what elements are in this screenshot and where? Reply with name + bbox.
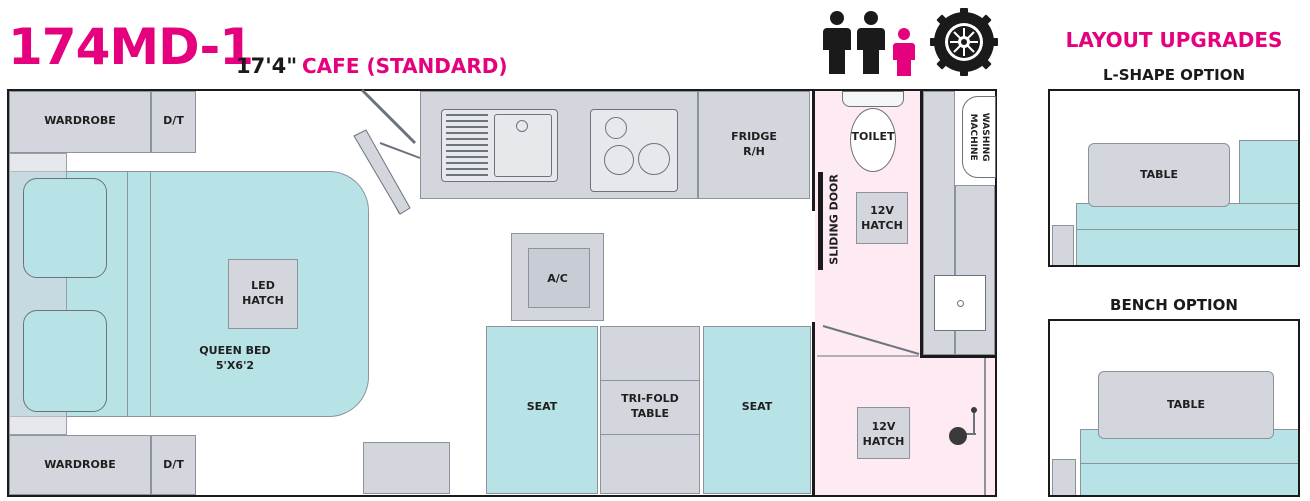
dt-bottom-label: D/T xyxy=(163,458,184,471)
toilet-label: TOILET xyxy=(851,130,895,143)
ensuite-hatch-label: 12V HATCH xyxy=(861,204,903,232)
wardrobe-bottom xyxy=(9,435,151,495)
layout-variant: CAFE (STANDARD) xyxy=(302,54,508,78)
pillow-top xyxy=(23,178,107,278)
wardrobe-top xyxy=(9,91,151,153)
fridge-label: FRIDGE R/H xyxy=(731,130,777,158)
two-adults-one-child-icon xyxy=(823,11,915,76)
trifold-table xyxy=(600,326,700,494)
lshape-table xyxy=(1088,143,1230,207)
bench-option-title: BENCH OPTION xyxy=(1110,296,1238,314)
ac-inner xyxy=(528,248,590,308)
rear-wall-rail xyxy=(984,358,986,495)
wardrobe-bottom-label: WARDROBE xyxy=(44,458,116,471)
burner-tl xyxy=(604,145,634,175)
ensuite-wall-right xyxy=(920,91,923,358)
ensuite-hatch xyxy=(856,192,908,244)
washing-machine-label: WASHING MACHINE xyxy=(968,112,991,162)
lshape-option-title: L-SHAPE OPTION xyxy=(1102,66,1246,84)
seat-left xyxy=(486,326,598,494)
dt-top-label: D/T xyxy=(163,114,184,127)
entry-door-swing xyxy=(353,88,421,215)
dt-bottom xyxy=(151,435,196,495)
shower-head-icon xyxy=(949,407,977,445)
lshape-seat-divider xyxy=(1076,229,1298,230)
outer-wall xyxy=(7,89,997,497)
seat-right-label: SEAT xyxy=(741,400,773,413)
ensuite-door-swing xyxy=(817,325,920,357)
bench-table xyxy=(1098,371,1274,439)
bed-headboard-line xyxy=(127,171,151,417)
ensuite-wall-bottom xyxy=(920,355,997,358)
sliding-door-panel xyxy=(818,172,823,270)
trifold-table-label: TRI-FOLD TABLE xyxy=(621,392,679,420)
lshape-seat xyxy=(1076,203,1298,265)
bench-table-label: TABLE xyxy=(1166,398,1206,411)
wardrobe-top-label: WARDROBE xyxy=(44,114,116,127)
rear-hatch-label: 12V HATCH xyxy=(862,420,905,448)
seat-right xyxy=(703,326,811,494)
table-fold-line-2 xyxy=(600,434,700,435)
layout-upgrades-heading: LAYOUT UPGRADES xyxy=(1065,28,1283,52)
rear-hatch xyxy=(857,407,910,459)
sink-drain xyxy=(516,120,528,132)
sliding-door-label: SLIDING DOOR xyxy=(827,174,841,265)
led-hatch-label: LED HATCH xyxy=(242,279,284,307)
burner-small xyxy=(605,117,627,139)
dt-top xyxy=(151,91,196,153)
toilet-cistern xyxy=(842,91,904,107)
toilet-bowl xyxy=(850,108,896,172)
lshape-table-label: TABLE xyxy=(1139,168,1179,181)
bench-seat-divider xyxy=(1080,463,1298,464)
ensuite-wall-left xyxy=(812,91,815,211)
sink-bowl xyxy=(494,114,552,177)
table-fold-line-1 xyxy=(600,380,700,381)
seat-left-label: SEAT xyxy=(526,400,558,413)
ensuite-wall-left-lower xyxy=(812,322,815,495)
model-title: 174MD-1 xyxy=(8,18,254,76)
queen-bed-label: QUEEN BED 5'X6'2 xyxy=(199,344,271,372)
sink-drainer xyxy=(446,114,488,177)
step-box xyxy=(363,442,450,494)
led-hatch xyxy=(228,259,298,329)
basin-drain xyxy=(957,300,964,307)
model-length: 17'4" xyxy=(236,54,298,78)
washing-machine xyxy=(962,96,996,178)
pillow-bottom xyxy=(23,310,107,412)
fridge xyxy=(698,91,810,199)
bench-option-panel: TABLE xyxy=(1048,319,1300,497)
bench-side-box xyxy=(1052,459,1076,495)
burner-tr xyxy=(638,143,670,175)
floorplan: WARDROBE D/T LED HATCH QUEEN BED 5'X6'2 … xyxy=(7,88,997,497)
lshape-side-box xyxy=(1052,225,1074,265)
ac-label: A/C xyxy=(547,272,568,285)
lshape-option-panel: TABLE xyxy=(1048,89,1300,267)
offroad-tyre-icon xyxy=(930,8,998,76)
